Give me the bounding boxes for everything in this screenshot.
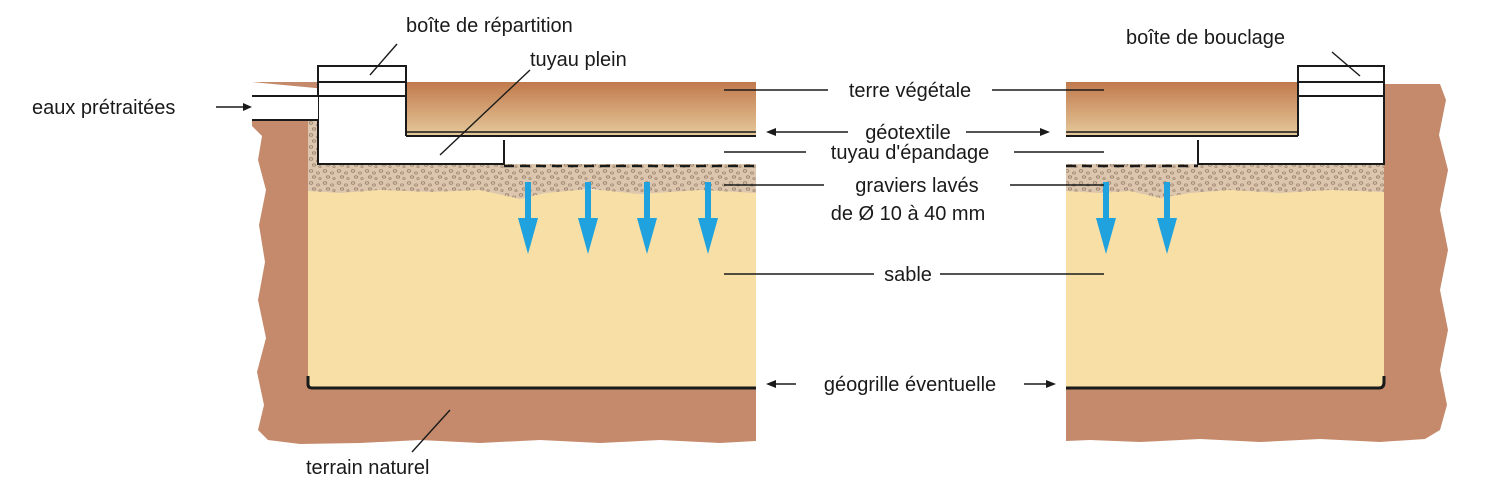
- topsoil-right: [1066, 82, 1298, 136]
- label-spreading-pipe: tuyau d'épandage: [831, 142, 989, 164]
- label-gravel-line1: graviers lavés: [855, 175, 978, 197]
- label-pretreated-water: eaux prétraitées: [32, 97, 175, 119]
- gravel-layer-right: [1066, 164, 1384, 198]
- label-distribution-box: boîte de répartition: [406, 15, 573, 37]
- natural-ground-left: [252, 82, 756, 444]
- label-topsoil: terre végétale: [849, 80, 971, 102]
- flow-arrow: [1096, 182, 1116, 254]
- loop-box: [1297, 65, 1385, 97]
- natural-ground: [252, 82, 1448, 444]
- label-geogrid: géogrille éventuelle: [824, 374, 996, 396]
- label-geotextile: géotextile: [865, 122, 951, 144]
- gravel-layer-left-upper: [308, 120, 318, 164]
- topsoil-left: [406, 82, 756, 136]
- flow-arrow: [1157, 182, 1177, 254]
- leader-lines: [216, 43, 1361, 453]
- flow-arrows: [518, 182, 1177, 254]
- label-loop-box: boîte de bouclage: [1126, 27, 1285, 49]
- flow-arrow: [578, 182, 598, 254]
- sand-layer-right: [1066, 190, 1384, 388]
- label-natural-ground: terrain naturel: [306, 457, 429, 479]
- label-gravel-line2: de Ø 10 à 40 mm: [831, 203, 986, 225]
- natural-ground-right: [1066, 84, 1448, 442]
- label-solid-pipe: tuyau plein: [530, 49, 627, 71]
- inlet-pipe: [252, 95, 318, 121]
- distribution-box: [317, 65, 407, 97]
- geogrid-left: [306, 376, 756, 390]
- pipe-trench-right: [1066, 82, 1385, 165]
- flow-arrow: [698, 182, 718, 254]
- flow-arrow: [637, 182, 657, 254]
- geogrid-right: [1066, 376, 1386, 390]
- leader-arrowheads: [243, 103, 1056, 388]
- label-sand: sable: [884, 264, 932, 286]
- flow-arrow: [518, 182, 538, 254]
